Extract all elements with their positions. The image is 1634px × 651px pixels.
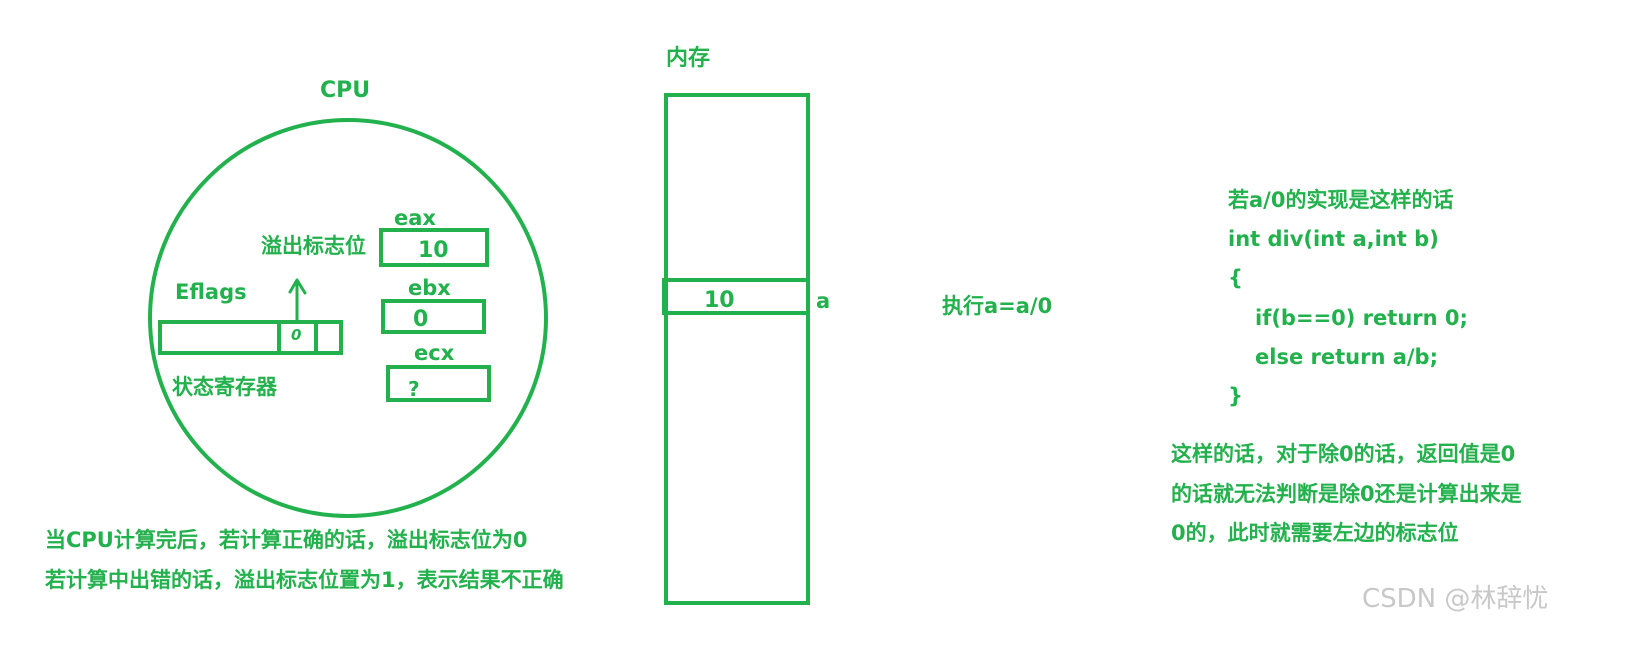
- eflags-label: Eflags: [175, 280, 247, 304]
- eflags-register-bar: [158, 320, 343, 355]
- ebx-register-value: 0: [413, 307, 429, 332]
- explanation-line-1: 这样的话，对于除0的话，返回值是0: [1171, 442, 1516, 466]
- eax-register-name: eax: [394, 206, 436, 230]
- watermark: CSDN @林辞忧: [1362, 584, 1549, 614]
- overflow-arrow-head: [288, 278, 307, 295]
- memory-cell-label: a: [816, 289, 831, 313]
- ebx-register-box: [381, 299, 486, 334]
- cpu-title: CPU: [320, 78, 371, 103]
- memory-column: [664, 93, 810, 605]
- cpu-circle: [148, 118, 548, 518]
- memory-cell-a: [662, 278, 810, 315]
- code-intro: 若a/0的实现是这样的话: [1228, 188, 1454, 212]
- memory-cell-value: 10: [704, 288, 735, 313]
- code-line-2: {: [1228, 266, 1243, 290]
- cpu-note-line-1: 当CPU计算完后，若计算正确的话，溢出标志位为0: [45, 528, 528, 552]
- cpu-note-line-2: 若计算中出错的话，溢出标志位置为1，表示结果不正确: [45, 568, 564, 592]
- explanation-line-2: 的话就无法判断是除0还是计算出来是: [1171, 482, 1522, 506]
- overflow-flag-label: 溢出标志位: [261, 234, 366, 258]
- explanation-line-3: 0的，此时就需要左边的标志位: [1171, 521, 1459, 545]
- code-line-4: else return a/b;: [1255, 345, 1438, 369]
- eax-register-value: 10: [418, 238, 449, 263]
- ecx-register-box: [386, 365, 491, 402]
- code-line-1: int div(int a,int b): [1228, 227, 1439, 251]
- ecx-register-value: ?: [408, 377, 420, 401]
- code-line-5: }: [1228, 384, 1243, 408]
- eax-register-box: [379, 228, 489, 267]
- ebx-register-name: ebx: [408, 276, 451, 300]
- eflags-flag-cell-value: 0: [291, 326, 302, 344]
- operation-text: 执行a=a/0: [942, 294, 1053, 318]
- ecx-register-name: ecx: [414, 341, 455, 365]
- code-line-3: if(b==0) return 0;: [1255, 306, 1468, 330]
- memory-title: 内存: [666, 46, 711, 71]
- status-register-label: 状态寄存器: [172, 375, 277, 399]
